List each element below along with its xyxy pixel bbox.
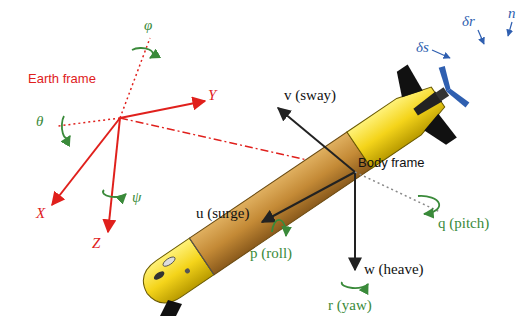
- control-input: δs: [416, 40, 429, 55]
- control-input: δr: [462, 14, 475, 29]
- angle-symbol: ψ: [132, 190, 141, 205]
- frame-label: Body frame: [358, 156, 424, 169]
- velocity-label: w (heave): [364, 262, 424, 277]
- rate-label: q (pitch): [438, 216, 489, 231]
- rate-label: p (roll): [250, 246, 292, 261]
- rate-label: r (yaw): [328, 298, 372, 313]
- control-input: n: [508, 6, 516, 21]
- velocity-label: v (sway): [284, 88, 336, 103]
- angle-symbol: θ: [36, 114, 43, 129]
- velocity-label: u (surge): [196, 206, 249, 221]
- axis-label: Y: [208, 88, 216, 103]
- angle-symbol: φ: [144, 18, 152, 33]
- frame-label: Earth frame: [28, 72, 96, 85]
- axis-label: X: [36, 206, 45, 221]
- axis-label: Z: [92, 236, 100, 251]
